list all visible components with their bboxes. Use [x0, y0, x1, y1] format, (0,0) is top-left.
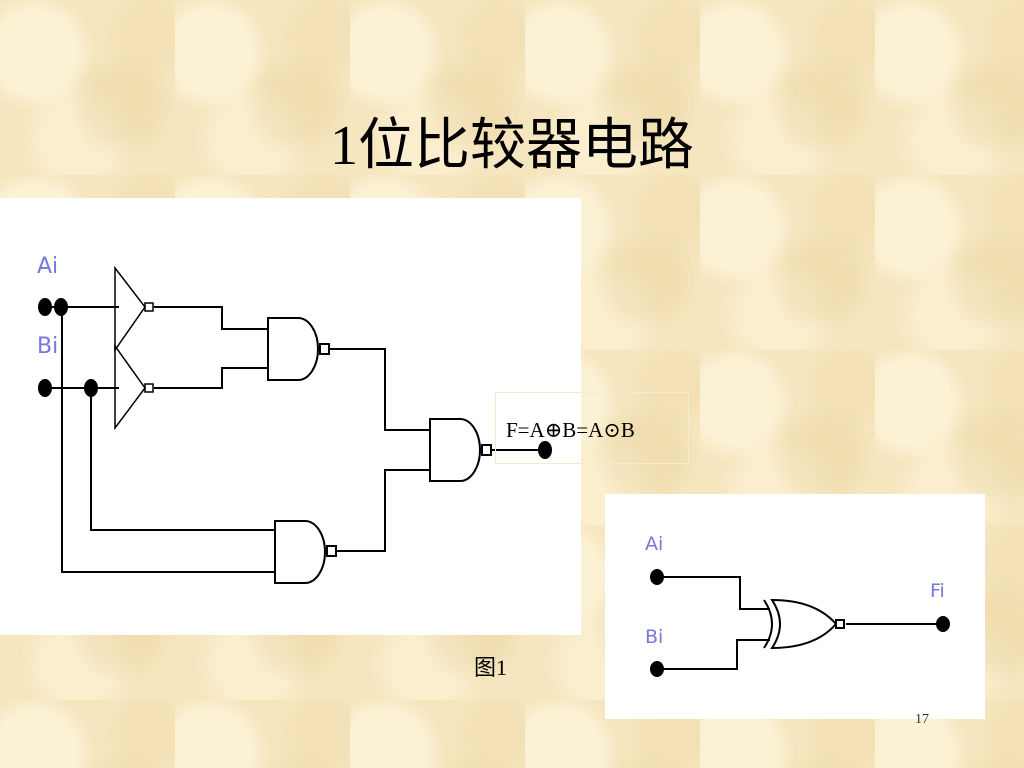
nand-gate-3 — [429, 418, 481, 482]
wire-nand2-to-nand3 — [335, 469, 431, 552]
xor-output-label: Fi — [930, 580, 945, 602]
xor-terminal-a — [650, 569, 664, 585]
terminal-output — [538, 441, 552, 459]
wire-b-branch — [90, 387, 276, 531]
terminal-a-2 — [54, 298, 68, 316]
main-circuit-panel: Ai Bi — [0, 198, 581, 635]
nand3-bubble — [481, 444, 492, 456]
not-gate-a — [114, 265, 146, 353]
xor-gate — [770, 598, 838, 650]
xor-wire-a — [657, 576, 770, 610]
wire-nota-to-nand1 — [154, 306, 269, 330]
slide-title: 1位比较器电路 — [330, 115, 694, 177]
wire-nand1-to-nand3 — [329, 348, 431, 431]
nand1-bubble — [319, 343, 330, 355]
comparator-circuit-diagram: Ai Bi — [37, 254, 552, 584]
nand2-bubble — [326, 545, 337, 557]
terminal-a-1 — [38, 298, 52, 316]
xor-terminal-b — [650, 661, 664, 677]
xor-input-b-label: Bi — [645, 626, 663, 648]
input-b-label: Bi — [37, 334, 58, 359]
xor-input-a-label: Ai — [645, 533, 663, 555]
xor-terminal-out — [936, 616, 950, 632]
page-number: 17 — [915, 712, 929, 727]
xor-bubble — [835, 619, 845, 629]
terminal-b — [38, 379, 52, 397]
nand-gate-1 — [267, 317, 319, 381]
formula-box — [495, 392, 689, 464]
xor-gate-diagram: Ai Bi Fi — [645, 533, 950, 677]
not-bubble-a — [144, 302, 154, 312]
xor-wire-b — [657, 639, 770, 670]
figure-caption: 图1 — [474, 655, 508, 680]
not-bubble-b — [144, 383, 154, 393]
not-gate-b — [114, 343, 146, 431]
nand-gate-2 — [274, 520, 326, 584]
wire-a-branch — [61, 306, 276, 573]
input-a-label: Ai — [37, 254, 58, 279]
junction-b — [84, 379, 98, 397]
xor-circuit-panel: Ai Bi Fi — [605, 494, 985, 719]
wire-notb-to-nand1 — [154, 367, 269, 389]
output-formula: F=A⊕B=A⊙B — [506, 418, 635, 442]
xor-back-curve — [763, 599, 773, 649]
